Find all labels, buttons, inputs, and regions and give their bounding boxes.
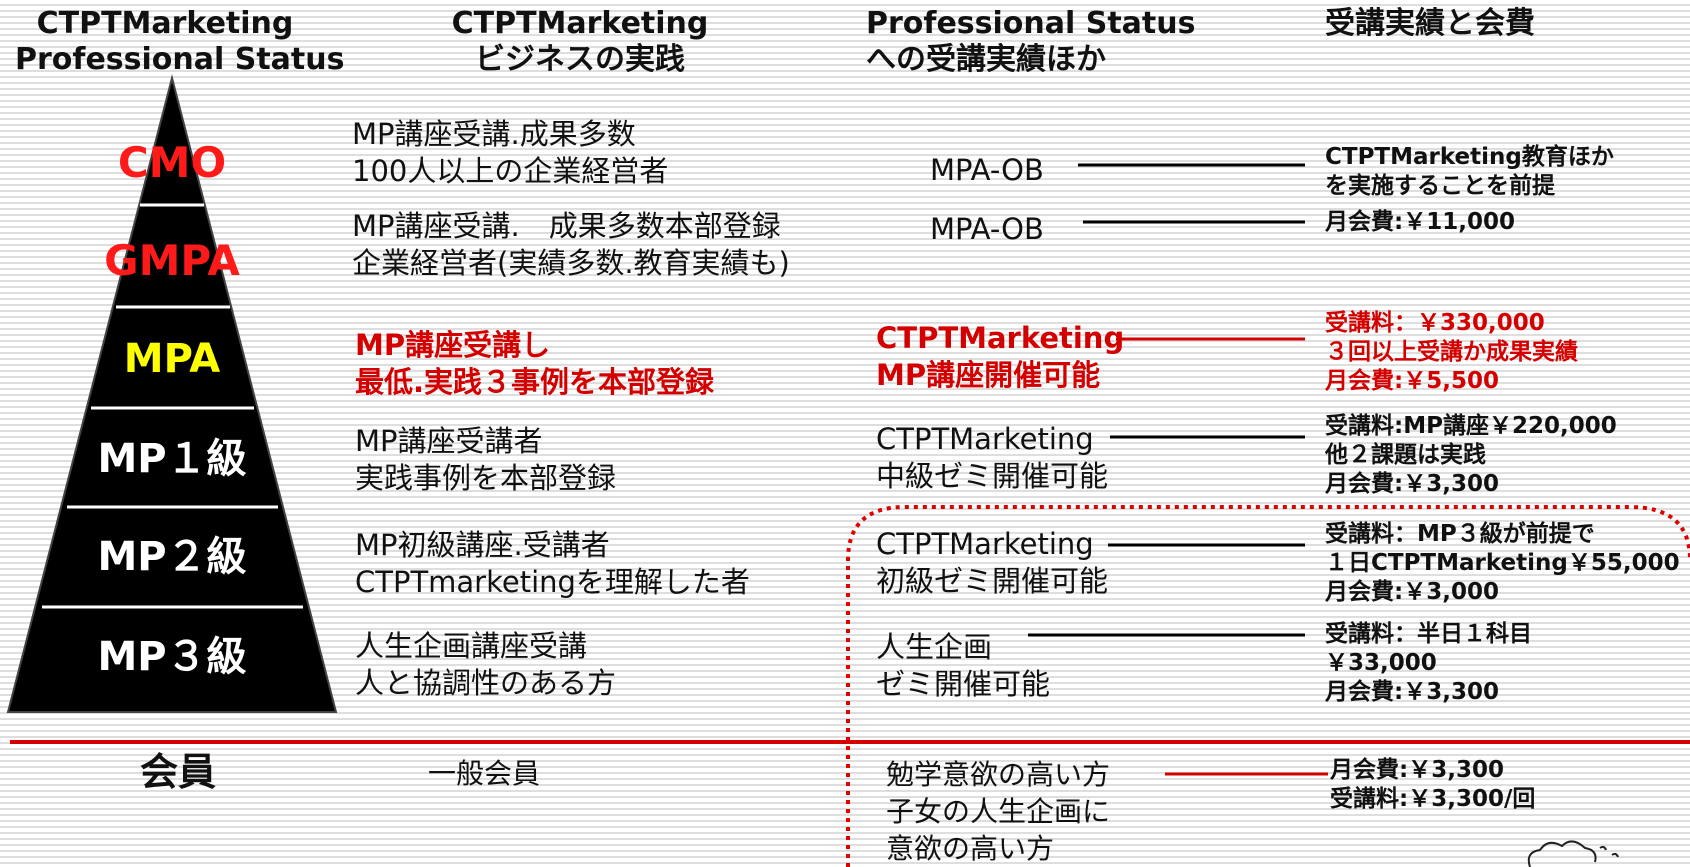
header-col1-line2: Professional Status [15,42,345,77]
fees-mp1-line3: 月会費:￥3,300 [1325,471,1499,497]
member-fees-line1: 月会費:￥3,300 [1330,757,1504,783]
practice-mpa: MP講座受講し 最低.実践３事例を本部登録 [355,327,714,401]
connector-lines-red [1116,337,1328,776]
practice-mp2-line1: MP初級講座.受講者 [355,528,610,562]
level-mpa-text: MPA [123,336,221,382]
practice-mp1-line1: MP講座受講者 [355,424,543,458]
header-col3-line1: Professional Status [866,6,1196,41]
practice-mpa-line2: 最低.実践３事例を本部登録 [355,365,715,399]
header-col4: 受講実績と会費 [1325,6,1535,41]
doodle-icon [1527,840,1619,867]
connector-lines [1028,163,1305,637]
practice-cmo: MP講座受講.成果多数 100人以上の企業経営者 [352,116,668,190]
level-label-mp3: MP３級 [97,634,247,680]
pyramid [6,74,338,713]
fees-mp2: 受講料：MP３級が前提で １日CTPTMarketing￥55,000 月会費:… [1325,520,1680,607]
level-label-mpa: MPA [72,336,272,382]
practice-gmpa-line2: 企業経営者(実績多数.教育実績も) [352,246,790,280]
status-cmo: MPA-OB [930,153,1044,187]
fees-mp1: 受講料:MP講座￥220,000 他２課題は実践 月会費:￥3,300 [1325,412,1617,499]
header-col2-line1: CTPTMarketing [451,6,709,41]
status-mp2: CTPTMarketing 初級ゼミ開催可能 [876,526,1108,600]
fees-cmo-line1: CTPTMarketing教育ほか [1325,144,1614,170]
header-col1-line1: CTPTMarketing [36,6,294,41]
level-label-gmpa: GMPA [72,237,272,285]
member-practice: 一般会員 [428,757,541,790]
practice-gmpa: MP講座受講. 成果多数本部登録 企業経営者(実績多数.教育実績も) [352,208,790,282]
fees-mpa-line2: ３回以上受講か成果実績 [1325,339,1578,365]
fees-mp2-line1: 受講料：MP３級が前提で [1325,521,1595,547]
fees-mp3: 受講料：半日１科目 ￥33,000 月会費:￥3,300 [1325,620,1532,707]
header-col2-line2: ビジネスの実践 [475,42,685,77]
practice-gmpa-line1: MP講座受講. 成果多数本部登録 [352,209,781,243]
header-col1: CTPTMarketing Professional Status [15,6,345,78]
practice-mpa-line1: MP講座受講し [355,328,551,362]
practice-mp3-line2: 人と協調性のある方 [355,666,617,700]
pyramid-dividers [42,203,303,609]
fees-mpa: 受講料：￥330,000 ３回以上受講か成果実績 月会費:￥5,500 [1325,309,1578,396]
fees-mp3-line3: 月会費:￥3,300 [1325,679,1499,705]
fees-gmpa: 月会費:￥11,000 [1325,209,1515,235]
level-cmo-text: CMO [117,138,227,187]
practice-mp3-line1: 人生企画講座受講 [355,629,588,663]
status-mp3: 人生企画 ゼミ開催可能 [876,629,1050,703]
status-mp3-line2: ゼミ開催可能 [876,667,1051,701]
status-mp1-line1: CTPTMarketing [876,422,1094,456]
practice-mp3: 人生企画講座受講 人と協調性のある方 [355,628,616,702]
fees-cmo-line2: を実施することを前提 [1325,173,1555,199]
status-mp1: CTPTMarketing 中級ゼミ開催可能 [876,421,1108,495]
level-label-cmo: CMO [72,139,272,187]
status-mpa-line2: MP講座開催可能 [876,358,1101,392]
level-label-mp2: MP２級 [97,534,247,580]
member-label: 会員 [140,750,217,794]
status-mpa-line1: CTPTMarketing [876,321,1125,355]
fees-mp1-line2: 他２課題は実践 [1325,442,1486,468]
member-status-line2: 子女の人生企画に [886,795,1111,828]
member-fees-line2: 受講料:￥3,300/回 [1330,786,1536,812]
status-mp3-line1: 人生企画 [876,630,993,664]
status-mpa: CTPTMarketing MP講座開催可能 [876,320,1124,394]
fees-mp3-line2: ￥33,000 [1325,650,1437,676]
status-mp2-line2: 初級ゼミ開催可能 [876,564,1109,598]
header-col2: CTPTMarketing ビジネスの実践 [430,6,730,78]
practice-mp2-line2: CTPTmarketingを理解した者 [355,565,750,599]
fees-mpa-line3: 月会費:￥5,500 [1325,368,1499,394]
practice-mp1-line2: 実践事例を本部登録 [355,461,617,495]
status-gmpa: MPA-OB [930,212,1044,246]
header-col3-line2: への受講実績ほか [866,42,1106,77]
member-status-line3: 意欲の高い方 [886,832,1055,865]
header-col3: Professional Status への受講実績ほか [866,6,1195,78]
status-mp1-line2: 中級ゼミ開催可能 [876,459,1109,493]
fees-mpa-line1: 受講料：￥330,000 [1325,310,1545,336]
level-label-mp1: MP１級 [97,436,247,482]
fees-mp3-line1: 受講料：半日１科目 [1325,621,1532,647]
fees-mp1-line1: 受講料:MP講座￥220,000 [1325,413,1617,439]
level-gmpa-text: GMPA [104,236,240,285]
practice-cmo-line1: MP講座受講.成果多数 [352,117,636,151]
beginner-region-outline [846,505,1690,867]
member-fees: 月会費:￥3,300 受講料:￥3,300/回 [1330,756,1535,814]
fees-mp2-line3: 月会費:￥3,000 [1325,579,1499,605]
practice-mp2: MP初級講座.受講者 CTPTmarketingを理解した者 [355,527,750,601]
practice-mp1: MP講座受講者 実践事例を本部登録 [355,423,616,497]
status-mp2-line1: CTPTMarketing [876,527,1094,561]
practice-cmo-line2: 100人以上の企業経営者 [352,154,669,188]
member-status: 勉学意欲の高い方 子女の人生企画に 意欲の高い方 [886,756,1110,867]
member-status-line1: 勉学意欲の高い方 [886,758,1111,791]
fees-cmo: CTPTMarketing教育ほか を実施することを前提 [1325,143,1614,201]
fees-mp2-line2: １日CTPTMarketing￥55,000 [1325,550,1680,576]
